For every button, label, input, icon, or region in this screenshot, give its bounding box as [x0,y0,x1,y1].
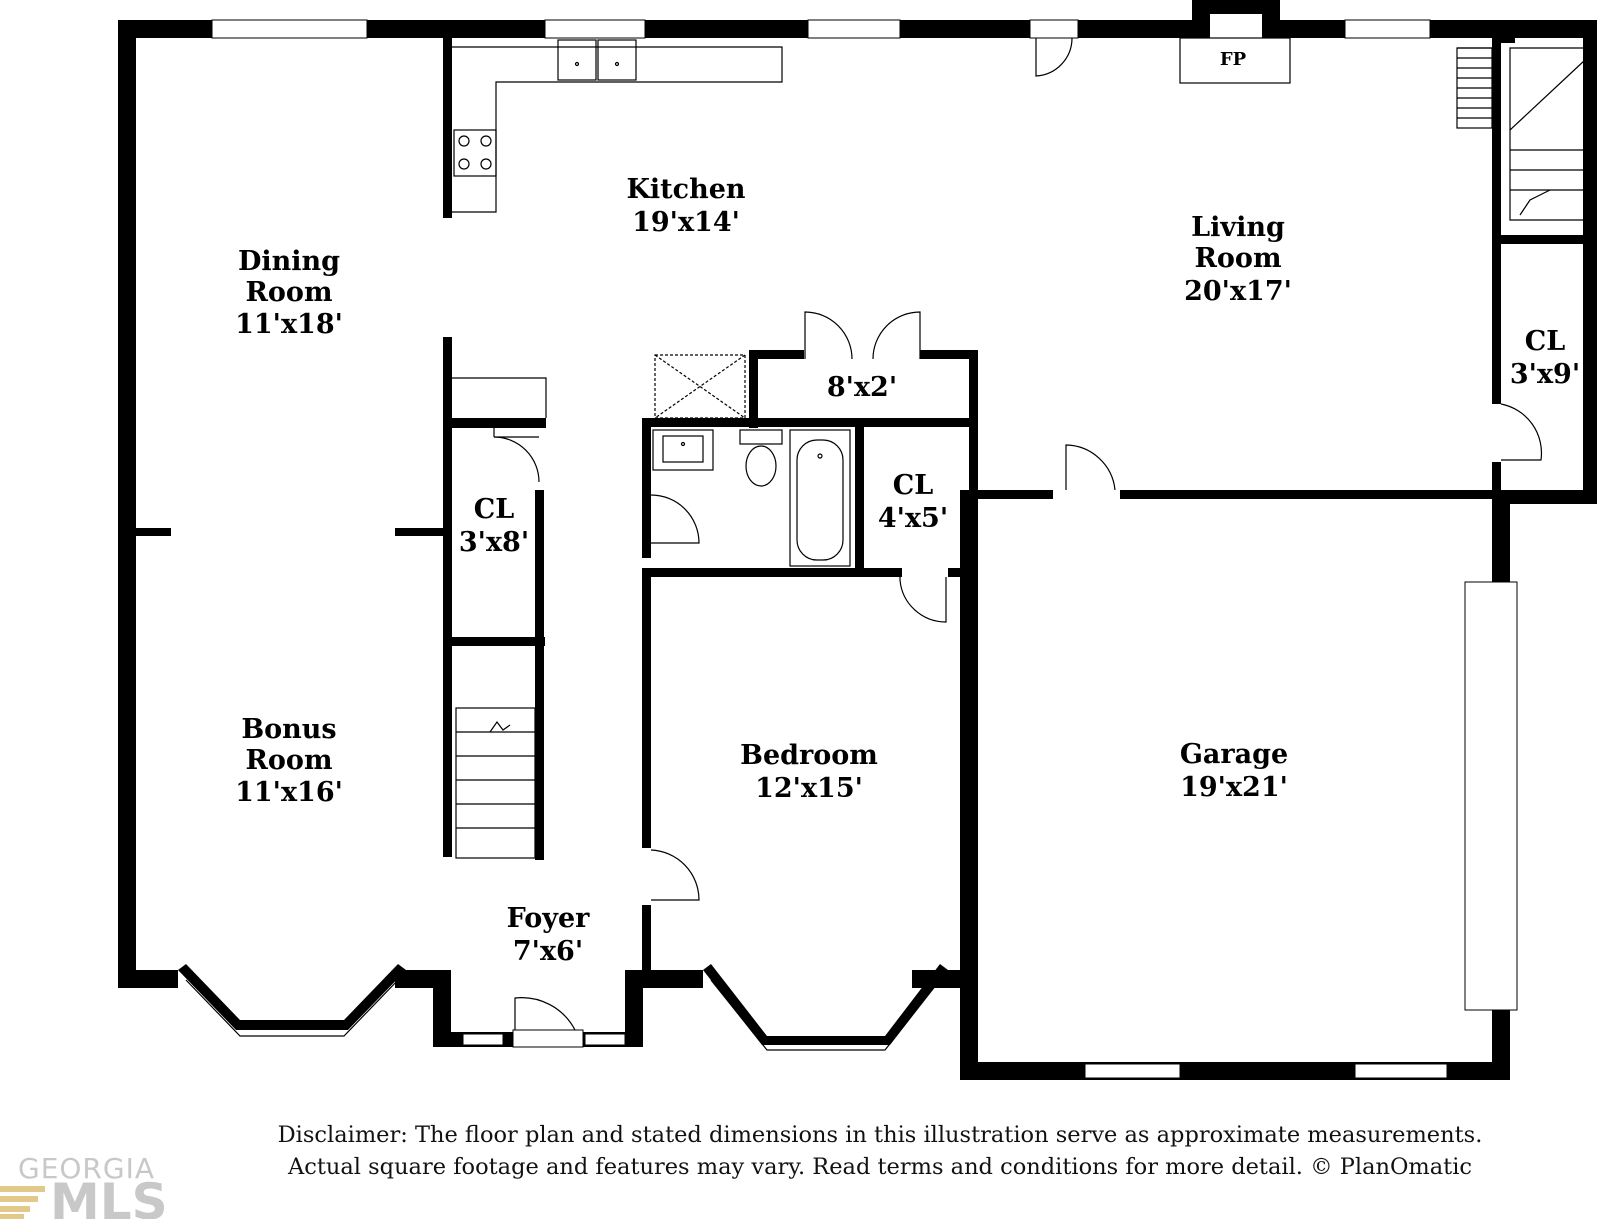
closet-hall-dims: 3'x8' [459,527,529,558]
georgia-mls-logo: GEORGIA MLS [0,1152,168,1219]
windows [185,19,1448,1079]
dining-name-1: Dining [238,246,340,277]
dining-name-2: Room [245,277,332,308]
doors [493,19,1543,1048]
disclaimer-line-1: Disclaimer: The floor plan and stated di… [277,1122,1483,1148]
bonus-name-1: Bonus [241,714,336,745]
living-name-1: Living [1191,212,1285,243]
disclaimer-line-2: Actual square footage and features may v… [287,1154,1473,1180]
closet-bath-dims: 4'x5' [878,503,948,534]
living-dims: 20'x17' [1184,276,1292,307]
logo-bottom-text: MLS [50,1173,168,1219]
room-labels: Kitchen 19'x14' Living Room 20'x17' Dini… [235,49,1580,967]
foyer-dims: 7'x6' [513,936,583,967]
closet-living-name: CL [1525,326,1565,357]
fixtures [452,37,1586,859]
bonus-dims: 11'x16' [235,777,343,808]
dining-dims: 11'x18' [235,309,343,340]
pantry-dims: 8'x2' [827,372,897,403]
fireplace-label: FP [1220,49,1247,70]
closet-hall-name: CL [474,494,514,525]
garage-name: Garage [1180,739,1288,770]
bonus-name-2: Room [245,745,332,776]
bedroom-name: Bedroom [740,740,878,771]
kitchen-name: Kitchen [626,174,745,205]
interior-walls [136,38,1597,985]
bedroom-dims: 12'x15' [755,773,863,804]
logo-top-text: GEORGIA [18,1152,155,1185]
garage-dims: 19'x21' [1180,772,1288,803]
closet-living-dims: 3'x9' [1510,359,1580,390]
living-name-2: Room [1194,243,1281,274]
foyer-name: Foyer [507,903,591,934]
kitchen-dims: 19'x14' [632,207,740,238]
closet-bath-name: CL [893,470,933,501]
